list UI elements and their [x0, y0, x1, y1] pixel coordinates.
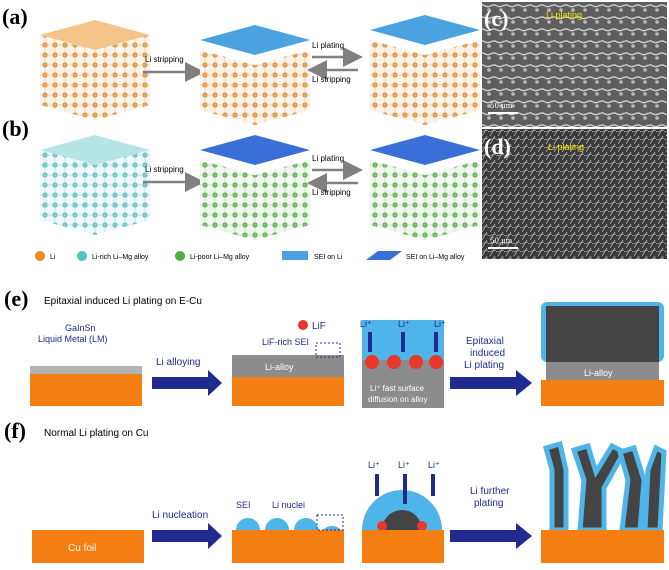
strip2-label-a: Li stripping — [312, 75, 351, 84]
cu-substrate-f3 — [541, 530, 664, 563]
lm-label-2: Liquid Metal (LM) — [38, 334, 108, 344]
sem-c-title: Li plating — [546, 10, 582, 20]
sem-image-c — [482, 2, 667, 127]
li-lattice-cube-a1 — [40, 20, 150, 120]
sem-image-d — [482, 129, 667, 259]
panel-a-label: (a) — [2, 4, 28, 29]
sem-d-scalebar — [488, 247, 518, 249]
li-flux-arrow — [401, 332, 405, 352]
legend-sei-alloy-label: SEI on Li–Mg alloy — [406, 254, 465, 261]
lm-layer — [30, 366, 142, 374]
sei-label-f: SEI — [236, 500, 251, 510]
liplus-label: Li⁺ — [428, 460, 440, 470]
strip-label-b: Li stripping — [145, 165, 184, 174]
epitaxial-label-3: Li plating — [464, 360, 504, 371]
panel-f-label: (f) — [4, 418, 26, 443]
legend: Li Li-rich Li–Mg alloy Li-poor Li–Mg all… — [35, 251, 465, 261]
further-label-2: plating — [474, 498, 503, 509]
li-flux-arrow — [375, 474, 379, 496]
lif-sei-label: LiF-rich SEI — [262, 337, 309, 347]
nucleation-arrow — [152, 523, 222, 549]
diffusion-label-2: diffusion on alloy — [368, 395, 427, 404]
legend-li-rich-icon — [77, 251, 87, 261]
alloying-label: Li alloying — [156, 357, 200, 368]
dendrite-growth — [542, 440, 667, 533]
li-alloy-label-e2: Li-alloy — [265, 362, 294, 372]
cu-substrate-f-zoom — [362, 530, 444, 563]
lif-particle — [377, 521, 387, 531]
liplus-label: Li⁺ — [398, 460, 410, 470]
sem-d-scale: 50 µm — [490, 237, 513, 245]
epitaxial-arrow — [450, 370, 532, 396]
epitaxial-label-2: induced — [470, 348, 505, 359]
cu-foil — [32, 530, 144, 563]
lif-particle — [409, 355, 423, 369]
panel-c-label-over: (c) — [484, 6, 508, 31]
sem-d-title: Li plating — [548, 142, 584, 152]
legend-sei-alloy-icon — [366, 251, 402, 260]
plate-label-a: Li plating — [312, 41, 344, 50]
li-mg-lattice-cube-b3 — [370, 135, 480, 240]
strip-label-a: Li stripping — [145, 55, 184, 64]
liplus-label: Li⁺ — [368, 460, 380, 470]
li-alloy-label-e3: Li-alloy — [584, 368, 613, 378]
legend-sei-li-icon — [282, 251, 308, 260]
plate-label-b: Li plating — [312, 154, 344, 163]
li-flux-arrow — [403, 474, 407, 504]
li-mg-lattice-cube-b1 — [40, 135, 150, 235]
lif-particle — [417, 521, 427, 531]
legend-li-icon — [35, 251, 45, 261]
li-alloy-layer-e2 — [232, 355, 344, 377]
zoom-box-f — [316, 514, 344, 531]
nucleation-label: Li nucleation — [152, 510, 208, 521]
zoom-box-e — [315, 342, 341, 358]
lif-particle — [387, 355, 401, 369]
cu-foil-label: Cu foil — [68, 543, 96, 554]
sem-c-scalebar — [488, 112, 518, 114]
cu-substrate-f2 — [232, 530, 344, 563]
lif-legend-label: LiF — [312, 321, 326, 332]
li-nuclei — [236, 518, 341, 530]
li-mg-lattice-cube-b2 — [200, 135, 310, 240]
liplus-label: Li⁺ — [398, 319, 410, 329]
lif-particle — [429, 355, 443, 369]
panel-f-title: Normal Li plating on Cu — [44, 428, 149, 439]
panel-d-label: (d) — [484, 134, 511, 159]
further-plating-arrow — [450, 523, 532, 549]
liplus-label: Li⁺ — [360, 319, 372, 329]
panel-e-label: (e) — [4, 286, 28, 311]
li-lattice-cube-a3 — [370, 15, 480, 125]
li-flux-arrow — [431, 474, 435, 496]
li-flux-arrow — [368, 332, 372, 352]
legend-li-poor-label: Li-poor Li–Mg alloy — [190, 254, 250, 261]
cu-substrate-e2 — [232, 377, 344, 406]
legend-li-poor-icon — [175, 251, 185, 261]
li-flux-arrow — [434, 332, 438, 352]
lm-label-1: GaInSn — [65, 323, 96, 333]
alloying-arrow — [152, 370, 222, 396]
strip2-label-b: Li stripping — [312, 188, 351, 197]
panel-e-title: Epitaxial induced Li plating on E-Cu — [44, 296, 202, 307]
legend-li-label: Li — [50, 254, 56, 261]
sem-c-scale: 50 µm — [490, 102, 513, 110]
lif-legend-icon — [298, 320, 308, 330]
panel-b-label: (b) — [2, 116, 29, 141]
further-label-1: Li further — [470, 486, 510, 497]
li-lattice-cube-a2 — [200, 25, 310, 125]
legend-sei-li-label: SEI on Li — [314, 254, 343, 261]
li-alloy-layer-e3 — [546, 362, 659, 380]
diffusion-label-1: Li⁺ fast surface — [370, 384, 425, 393]
li-nucleus-core — [382, 510, 422, 530]
lif-particle — [365, 355, 379, 369]
dense-li-e3 — [546, 306, 659, 362]
liplus-label: Li⁺ — [434, 319, 446, 329]
cu-substrate-e1 — [30, 374, 142, 406]
legend-li-rich-label: Li-rich Li–Mg alloy — [92, 254, 149, 261]
cu-substrate-e3 — [541, 380, 664, 406]
nuclei-label: Li nuclei — [272, 500, 305, 510]
epitaxial-label-1: Epitaxial — [466, 336, 504, 347]
